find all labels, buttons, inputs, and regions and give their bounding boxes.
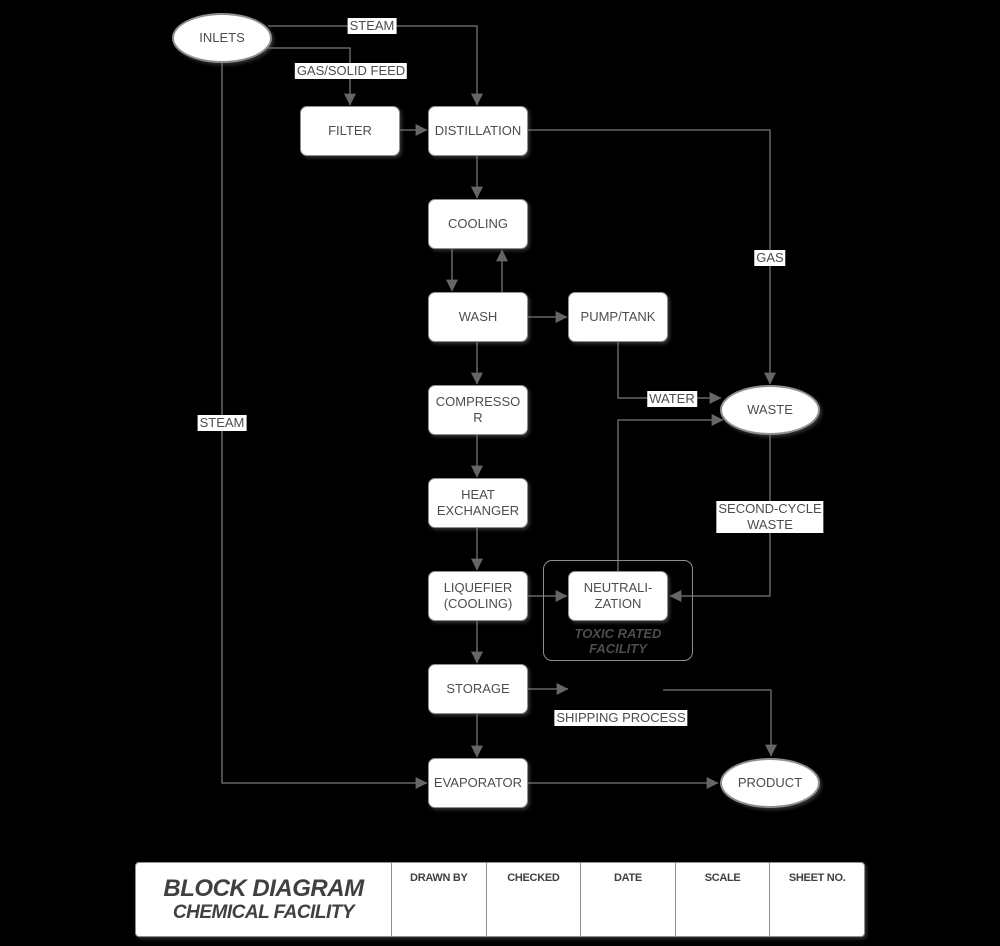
node-cooling: COOLING bbox=[428, 199, 528, 249]
node-product: PRODUCT bbox=[720, 758, 820, 808]
node-distillation-label: DISTILLATION bbox=[435, 123, 521, 139]
node-distillation-label-line: DISTILLATION bbox=[434, 123, 522, 138]
node-storage-label-line: STORAGE bbox=[446, 681, 510, 696]
node-pump-tank-label: PUMP/TANK bbox=[581, 309, 656, 325]
node-compressor-label-line: COMPRESSO bbox=[435, 394, 521, 409]
title-block-col-date: DATE bbox=[581, 863, 676, 936]
node-filter-label: FILTER bbox=[328, 123, 372, 139]
node-waste-label: WASTE bbox=[747, 402, 793, 418]
label-steam-top-line: STEAM bbox=[349, 18, 395, 33]
node-distillation: DISTILLATION bbox=[428, 106, 528, 156]
label-steam-left: STEAM bbox=[197, 415, 247, 431]
node-filter: FILTER bbox=[300, 106, 400, 156]
node-neutralization-label: NEUTRALI-ZATION bbox=[584, 580, 653, 612]
node-storage: STORAGE bbox=[428, 664, 528, 714]
label-gas: GAS bbox=[754, 250, 786, 266]
node-product-label-line: PRODUCT bbox=[737, 775, 803, 790]
label-shipping-process: SHIPPING PROCESS bbox=[554, 710, 688, 726]
diagram-title: BLOCK DIAGRAM bbox=[163, 874, 364, 902]
edge-pumptank-water-waste bbox=[617, 342, 722, 404]
label-gas-solid-feed: GAS/SOLID FEED bbox=[294, 63, 408, 79]
node-waste-label-line: WASTE bbox=[747, 402, 793, 417]
title-block-col-sheet-no: SHEET NO. bbox=[770, 863, 864, 936]
edge-shipping-product bbox=[663, 689, 777, 757]
title-block-col-checked: CHECKED bbox=[487, 863, 582, 936]
diagram-subtitle: CHEMICAL FACILITY bbox=[172, 901, 355, 923]
label-steam-left-line: STEAM bbox=[199, 415, 245, 430]
edge-inlets-steam-evaporator bbox=[221, 63, 428, 789]
node-pump-tank-label-line: PUMP/TANK bbox=[580, 309, 656, 324]
label-second-cycle-waste-line: SECOND-CYCLE bbox=[718, 501, 822, 516]
label-gas-line: GAS bbox=[756, 250, 784, 265]
title-block-columns: DRAWN BY CHECKED DATE SCALE SHEET NO. bbox=[392, 863, 864, 936]
node-wash-label-line: WASH bbox=[458, 309, 498, 324]
node-liquefier-label-line: LIQUEFIER bbox=[443, 580, 513, 595]
title-block-col-drawn-by: DRAWN BY bbox=[392, 863, 487, 936]
edge-neutralization-waste bbox=[617, 414, 724, 571]
node-waste: WASTE bbox=[720, 385, 820, 435]
node-cooling-label: COOLING bbox=[448, 216, 508, 232]
label-gas-solid-feed-line: GAS/SOLID FEED bbox=[296, 63, 406, 78]
node-heat-exchanger-label-line: HEAT bbox=[461, 487, 495, 502]
node-evaporator-label: EVAPORATOR bbox=[434, 775, 522, 791]
node-inlets-label: INLETS bbox=[199, 30, 245, 46]
node-neutralization-label-line: NEUTRALI- bbox=[583, 580, 653, 595]
node-wash: WASH bbox=[428, 292, 528, 342]
node-inlets: INLETS bbox=[172, 13, 272, 63]
node-pump-tank: PUMP/TANK bbox=[568, 292, 668, 342]
node-liquefier: LIQUEFIER(COOLING) bbox=[428, 571, 528, 621]
node-filter-label-line: FILTER bbox=[328, 123, 372, 138]
edge-distillation-gas-waste bbox=[527, 129, 776, 385]
title-block-col-sheet-no-header: SHEET NO. bbox=[788, 872, 846, 884]
toxic-rated-facility-label-line: TOXIC RATED bbox=[574, 626, 662, 641]
node-cooling-label-line: COOLING bbox=[448, 216, 508, 231]
node-liquefier-label: LIQUEFIER(COOLING) bbox=[444, 580, 513, 612]
title-block-col-date-header: DATE bbox=[614, 872, 642, 884]
edge-inlets-steam-distillation bbox=[268, 25, 483, 106]
node-product-label: PRODUCT bbox=[738, 775, 802, 791]
node-neutralization: NEUTRALI-ZATION bbox=[568, 571, 668, 621]
edge-waste-secondcycle-neutralization bbox=[669, 435, 771, 602]
label-water: WATER bbox=[647, 391, 697, 407]
title-block: BLOCK DIAGRAM CHEMICAL FACILITY DRAWN BY… bbox=[135, 862, 865, 937]
title-block-col-scale: SCALE bbox=[676, 863, 771, 936]
node-compressor-label-line: R bbox=[473, 410, 483, 425]
node-wash-label: WASH bbox=[459, 309, 498, 325]
node-evaporator: EVAPORATOR bbox=[428, 758, 528, 808]
title-block-col-drawn-by-header: DRAWN BY bbox=[410, 872, 468, 884]
label-second-cycle-waste-line: WASTE bbox=[747, 517, 793, 532]
toxic-rated-facility-label-line: FACILITY bbox=[589, 641, 647, 656]
node-neutralization-label-line: ZATION bbox=[594, 596, 642, 611]
node-evaporator-label-line: EVAPORATOR bbox=[433, 775, 523, 790]
node-inlets-label-line: INLETS bbox=[199, 30, 245, 45]
label-shipping-process-line: SHIPPING PROCESS bbox=[556, 710, 686, 725]
title-block-col-checked-header: CHECKED bbox=[507, 872, 560, 884]
node-liquefier-label-line: (COOLING) bbox=[443, 596, 513, 611]
label-steam-top: STEAM bbox=[347, 18, 397, 34]
node-heat-exchanger-label-line: EXCHANGER bbox=[436, 503, 520, 518]
label-water-line: WATER bbox=[649, 391, 695, 406]
edge-inlets-feed-filter bbox=[267, 47, 356, 106]
node-storage-label: STORAGE bbox=[446, 681, 509, 697]
title-block-col-scale-header: SCALE bbox=[704, 872, 741, 884]
title-block-title-cell: BLOCK DIAGRAM CHEMICAL FACILITY bbox=[136, 863, 392, 936]
